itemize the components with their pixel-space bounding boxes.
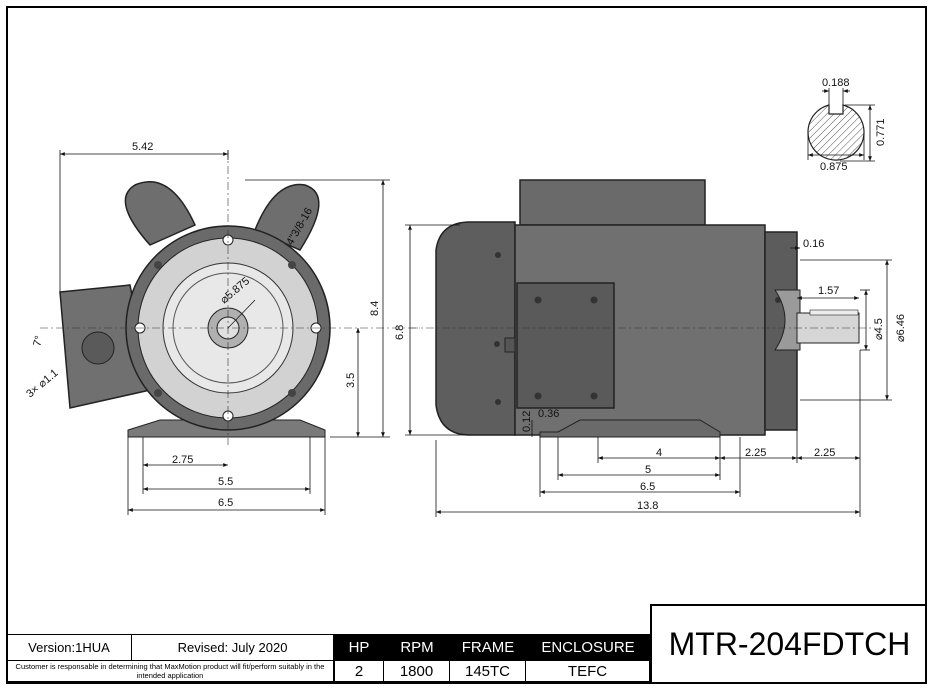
dim-shaft-height: 3.5 xyxy=(345,373,357,388)
dim-key-depth: 0.771 xyxy=(875,118,887,146)
hp-value: 2 xyxy=(334,661,384,682)
dim-foot-half: 2.75 xyxy=(172,454,193,466)
dim-pilot-dia: ⌀4.5 xyxy=(873,318,885,340)
front-view xyxy=(40,150,420,445)
dim-rear-offset: 2.25 xyxy=(745,447,766,459)
dim-width-top: 5.42 xyxy=(132,141,153,153)
drawing-frame xyxy=(6,6,927,684)
hp-header: HP xyxy=(334,634,384,661)
dim-key-width: 0.188 xyxy=(822,77,850,89)
frame-value: 145TC xyxy=(450,661,526,682)
title-block: Version:1HUA Revised: July 2020 Customer… xyxy=(6,604,927,684)
dim-height-overall: 8.4 xyxy=(369,301,381,316)
dim-shaft-dia: 0.875 xyxy=(820,161,848,173)
side-view-dimensions xyxy=(405,224,892,517)
version-label: Version:1HUA xyxy=(6,634,132,661)
rpm-header: RPM xyxy=(384,634,450,661)
dim-foot-width: 5.5 xyxy=(218,476,233,488)
dim-side-height: 6.8 xyxy=(394,325,406,340)
front-view-dimensions xyxy=(59,150,390,515)
dim-shaft-len: 1.57 xyxy=(818,285,839,297)
dim-foot-thk: 0.12 xyxy=(521,411,533,432)
dim-overall-len: 13.8 xyxy=(637,500,658,512)
dim-flange-dia: ⌀6.46 xyxy=(895,314,907,342)
disclaimer-note: Customer is responsable in determining t… xyxy=(6,661,334,682)
dim-angle: 7° xyxy=(31,334,45,347)
model-number: MTR-204FDTCH xyxy=(650,604,927,682)
revised-label: Revised: July 2020 xyxy=(132,634,334,661)
rpm-value: 1800 xyxy=(384,661,450,682)
frame-header: FRAME xyxy=(450,634,526,661)
shaft-section-view xyxy=(807,88,875,162)
enclosure-header: ENCLOSURE xyxy=(526,634,650,661)
enclosure-value: TEFC xyxy=(526,661,650,682)
dim-foot-len: 5 xyxy=(645,464,651,476)
side-view xyxy=(410,179,875,438)
dim-base-len: 6.5 xyxy=(640,481,655,493)
dim-knockouts: 3× ⌀1.1 xyxy=(24,367,60,400)
dim-foot-offset: 0.36 xyxy=(538,408,559,420)
dim-bolt-spacing: 4 xyxy=(656,447,662,459)
dim-flange-thk: 0.16 xyxy=(803,238,824,250)
dim-shaft-ext: 2.25 xyxy=(814,447,835,459)
dim-base-width: 6.5 xyxy=(218,497,233,509)
